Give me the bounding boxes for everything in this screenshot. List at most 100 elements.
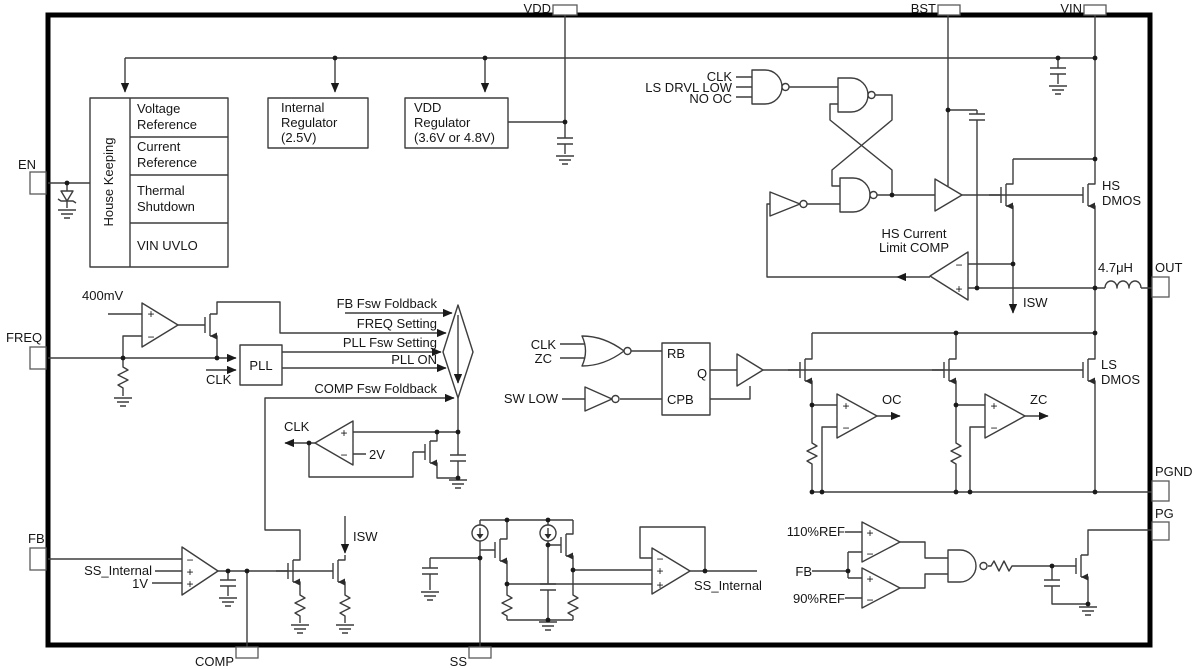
minus-sign: − [340, 448, 347, 462]
isw-label: ISW [1023, 295, 1048, 310]
pin-fb: FB [28, 531, 47, 571]
pll-on-label: PLL ON [391, 352, 437, 367]
pin-ss: SS [450, 646, 492, 669]
minus-sign: − [990, 421, 997, 435]
pin-label-ss: SS [450, 654, 468, 669]
oscillator-discharge-transistor [412, 435, 438, 469]
plus-sign: + [340, 426, 347, 440]
plus-sign: + [866, 572, 873, 586]
hs-current-limit-comparator: − + [929, 251, 969, 301]
ls-dmos-transistor [1070, 353, 1096, 387]
isw-in-label: ISW [353, 529, 378, 544]
ls-dmos-label: LS [1101, 357, 1117, 372]
inductor-value-label: 4.7μH [1098, 260, 1133, 275]
pg-output-transistor [1063, 549, 1089, 583]
hs-latch-wires [736, 76, 935, 278]
pin-out: OUT [1151, 260, 1183, 298]
svg-text:DMOS: DMOS [1102, 193, 1141, 208]
flipflop-q-label: Q [697, 366, 707, 381]
nor-zc-label: ZC [535, 351, 552, 366]
osc-clk-label: CLK [284, 419, 310, 434]
bottom-section-wires [48, 519, 757, 647]
pg-nand-gate [947, 549, 988, 583]
vin-uvlo-label: VIN UVLO [137, 238, 198, 253]
oscillator-comparator: + − [314, 420, 354, 466]
pin-label-vin: VIN [1060, 1, 1082, 16]
pin-label-bst: BST [911, 1, 936, 16]
pll-block: PLL [239, 344, 283, 386]
pin-vdd: VDD [524, 1, 578, 16]
clk-nand-gate [751, 69, 790, 105]
pin-bst: BST [911, 1, 961, 16]
ss-source-follower-a [482, 533, 508, 567]
plus-sign: + [990, 399, 997, 413]
plus-sign: + [656, 578, 663, 592]
freq-foldback-transistor [192, 308, 218, 342]
pg-fb-label: FB [795, 564, 812, 579]
minus-sign: − [866, 547, 873, 561]
110ref-label: 110%REF [787, 524, 845, 539]
minus-sign: − [955, 258, 962, 272]
house-keeping-label: House Keeping [101, 138, 116, 227]
ls-section-wires [560, 343, 1152, 550]
plus-sign: + [186, 577, 193, 591]
output-inductor [1104, 280, 1142, 289]
svg-text:DMOS: DMOS [1101, 372, 1140, 387]
pll-fsw-setting-label: PLL Fsw Setting [343, 335, 437, 350]
error-amplifier: − + + [181, 546, 219, 596]
pin-comp: COMP [195, 646, 259, 669]
90ref-label: 90%REF [793, 591, 845, 606]
current-reference-label: Current [137, 139, 181, 154]
hs-output-wires [811, 194, 1152, 354]
oc-comparator: + − [836, 393, 878, 439]
pg-lower-comparator: + − [861, 567, 901, 609]
thermal-shutdown-label: Thermal [137, 183, 185, 198]
svg-text:PLL: PLL [249, 358, 272, 373]
comp-fsw-foldback-label: COMP Fsw Foldback [314, 381, 437, 396]
svg-text:Shutdown: Shutdown [137, 199, 195, 214]
clk-zc-nor-gate [581, 335, 632, 367]
400mv-label: 400mV [82, 288, 124, 303]
pin-label-out: OUT [1155, 260, 1183, 275]
hs-inverter [769, 191, 808, 217]
signal-labels: CLK LS DRVL LOW NO OC HS Current Limit C… [82, 69, 1141, 606]
pin-label-vdd: VDD [524, 1, 551, 16]
ss-buffer-amplifier: − + + [651, 547, 691, 595]
no-oc-label: NO OC [689, 91, 732, 106]
freq-setting-label: FREQ Setting [357, 316, 437, 331]
minus-sign: − [147, 330, 154, 344]
chip-boundary [45, 12, 1153, 648]
hs-current-limit-label: HS Current [881, 226, 946, 241]
svg-text:Limit COMP: Limit COMP [879, 240, 949, 255]
hs-dmos-label: HS [1102, 178, 1120, 193]
current-sources [471, 524, 557, 542]
svg-text:VDD: VDD [414, 100, 441, 115]
pin-pgnd: PGND [1151, 464, 1193, 502]
ss-internal-in-label: SS_Internal [84, 563, 152, 578]
voltage-reference-label: Voltage [137, 101, 180, 116]
plus-sign: + [656, 564, 663, 578]
zc-label: ZC [1030, 392, 1047, 407]
pin-label-pgnd: PGND [1155, 464, 1193, 479]
pin-label-comp: COMP [195, 654, 234, 669]
pin-freq: FREQ [6, 330, 47, 370]
pin-label-freq: FREQ [6, 330, 42, 345]
ss-internal-out-label: SS_Internal [694, 578, 762, 593]
pin-en: EN [18, 157, 47, 195]
1v-label: 1V [132, 576, 148, 591]
flipflop-cpb-label: CPB [667, 392, 694, 407]
house-keeping-block: House Keeping Voltage Reference Current … [89, 97, 229, 268]
minus-sign: − [842, 421, 849, 435]
rs-flipflop-block: RB Q CPB [661, 342, 711, 416]
fsw-select-mux [442, 304, 474, 399]
junction-dots [64, 55, 1098, 623]
svg-text:Regulator: Regulator [414, 115, 471, 130]
minus-sign: − [866, 593, 873, 607]
minus-sign: − [186, 553, 193, 567]
plus-sign: + [147, 307, 154, 321]
pg-upper-comparator: + − [861, 521, 901, 563]
plus-sign: + [842, 399, 849, 413]
latch-nand-bottom [839, 177, 878, 213]
